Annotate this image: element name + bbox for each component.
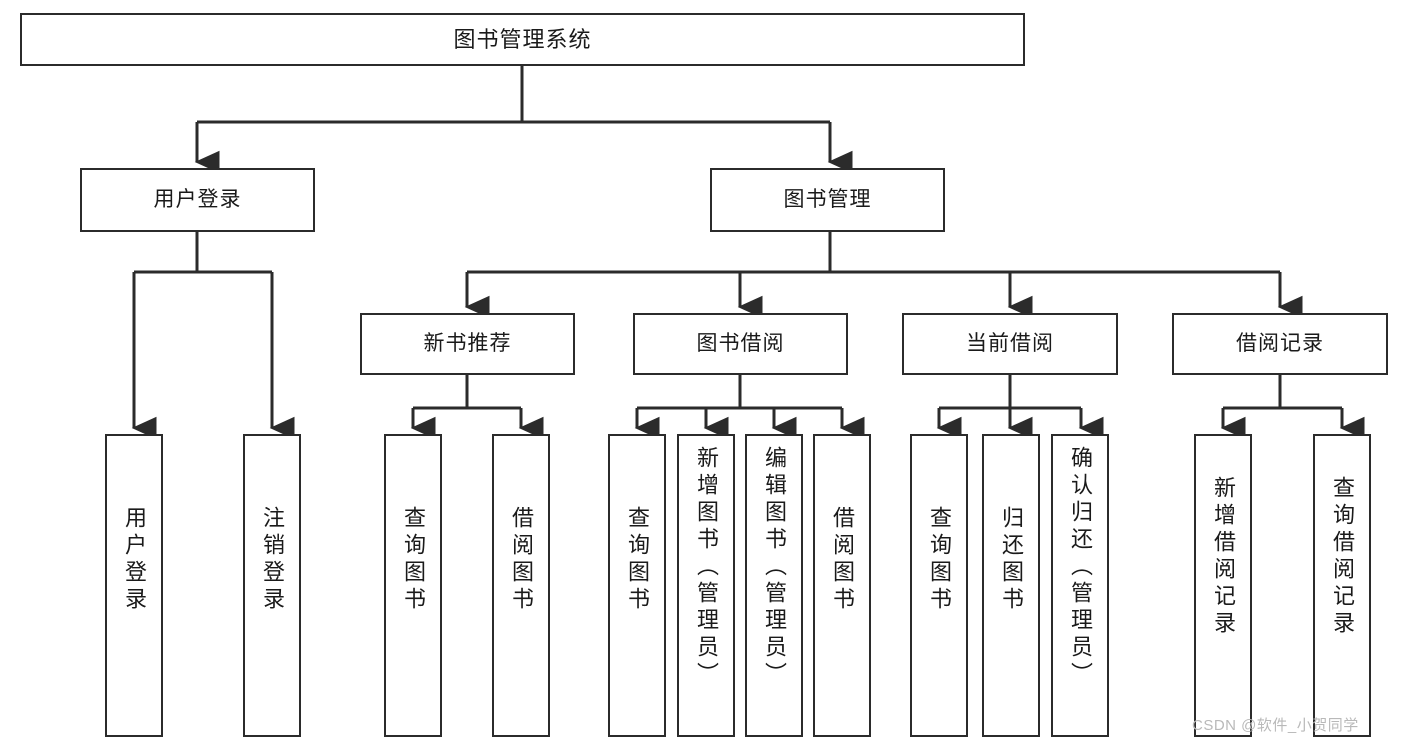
node-new-book-recommend[interactable]: 新书推荐 [360, 313, 575, 375]
node-user-login[interactable]: 用户登录 [80, 168, 315, 232]
node-label: 确认归还（管理员） [1068, 446, 1093, 689]
node-leaf-add-book-admin[interactable]: 新增图书（管理员） [677, 434, 735, 737]
node-label: 编辑图书（管理员） [762, 446, 787, 689]
node-label: 图书管理系统 [453, 26, 592, 52]
node-leaf-edit-book-admin[interactable]: 编辑图书（管理员） [745, 434, 803, 737]
node-leaf-return-book[interactable]: 归还图书 [982, 434, 1040, 737]
node-leaf-query-book-borrow[interactable]: 查询图书 [608, 434, 666, 737]
node-root-book-management-system[interactable]: 图书管理系统 [20, 13, 1025, 66]
node-leaf-borrow-book-borrow[interactable]: 借阅图书 [813, 434, 871, 737]
node-label: 归还图书 [999, 506, 1024, 614]
node-book-borrow[interactable]: 图书借阅 [633, 313, 848, 375]
node-label: 新增借阅记录 [1211, 476, 1236, 638]
node-label: 新书推荐 [423, 331, 512, 355]
node-leaf-user-login[interactable]: 用户登录 [105, 434, 163, 737]
node-leaf-confirm-return-admin[interactable]: 确认归还（管理员） [1051, 434, 1109, 737]
node-leaf-borrow-book-recommend[interactable]: 借阅图书 [492, 434, 550, 737]
node-label: 用户登录 [122, 506, 147, 614]
node-leaf-query-book-recommend[interactable]: 查询图书 [384, 434, 442, 737]
node-label: 用户登录 [153, 187, 242, 211]
node-label: 借阅图书 [509, 506, 534, 614]
node-leaf-add-borrow-record[interactable]: 新增借阅记录 [1194, 434, 1252, 737]
node-label: 借阅记录 [1236, 331, 1324, 355]
node-label: 借阅图书 [830, 506, 855, 614]
node-leaf-query-book-current[interactable]: 查询图书 [910, 434, 968, 737]
node-label: 查询借阅记录 [1330, 476, 1355, 638]
node-leaf-query-borrow-record[interactable]: 查询借阅记录 [1313, 434, 1371, 737]
node-label: 查询图书 [927, 506, 952, 614]
node-label: 新增图书（管理员） [694, 446, 719, 689]
node-leaf-logout-login[interactable]: 注销登录 [243, 434, 301, 737]
node-label: 注销登录 [260, 506, 285, 614]
node-label: 图书管理 [783, 187, 872, 211]
node-label: 图书借阅 [696, 331, 785, 355]
node-label: 查询图书 [401, 506, 426, 614]
node-book-manage[interactable]: 图书管理 [710, 168, 945, 232]
node-label: 当前借阅 [966, 331, 1054, 355]
node-current-borrow[interactable]: 当前借阅 [902, 313, 1118, 375]
node-label: 查询图书 [625, 506, 650, 614]
node-borrow-record[interactable]: 借阅记录 [1172, 313, 1388, 375]
